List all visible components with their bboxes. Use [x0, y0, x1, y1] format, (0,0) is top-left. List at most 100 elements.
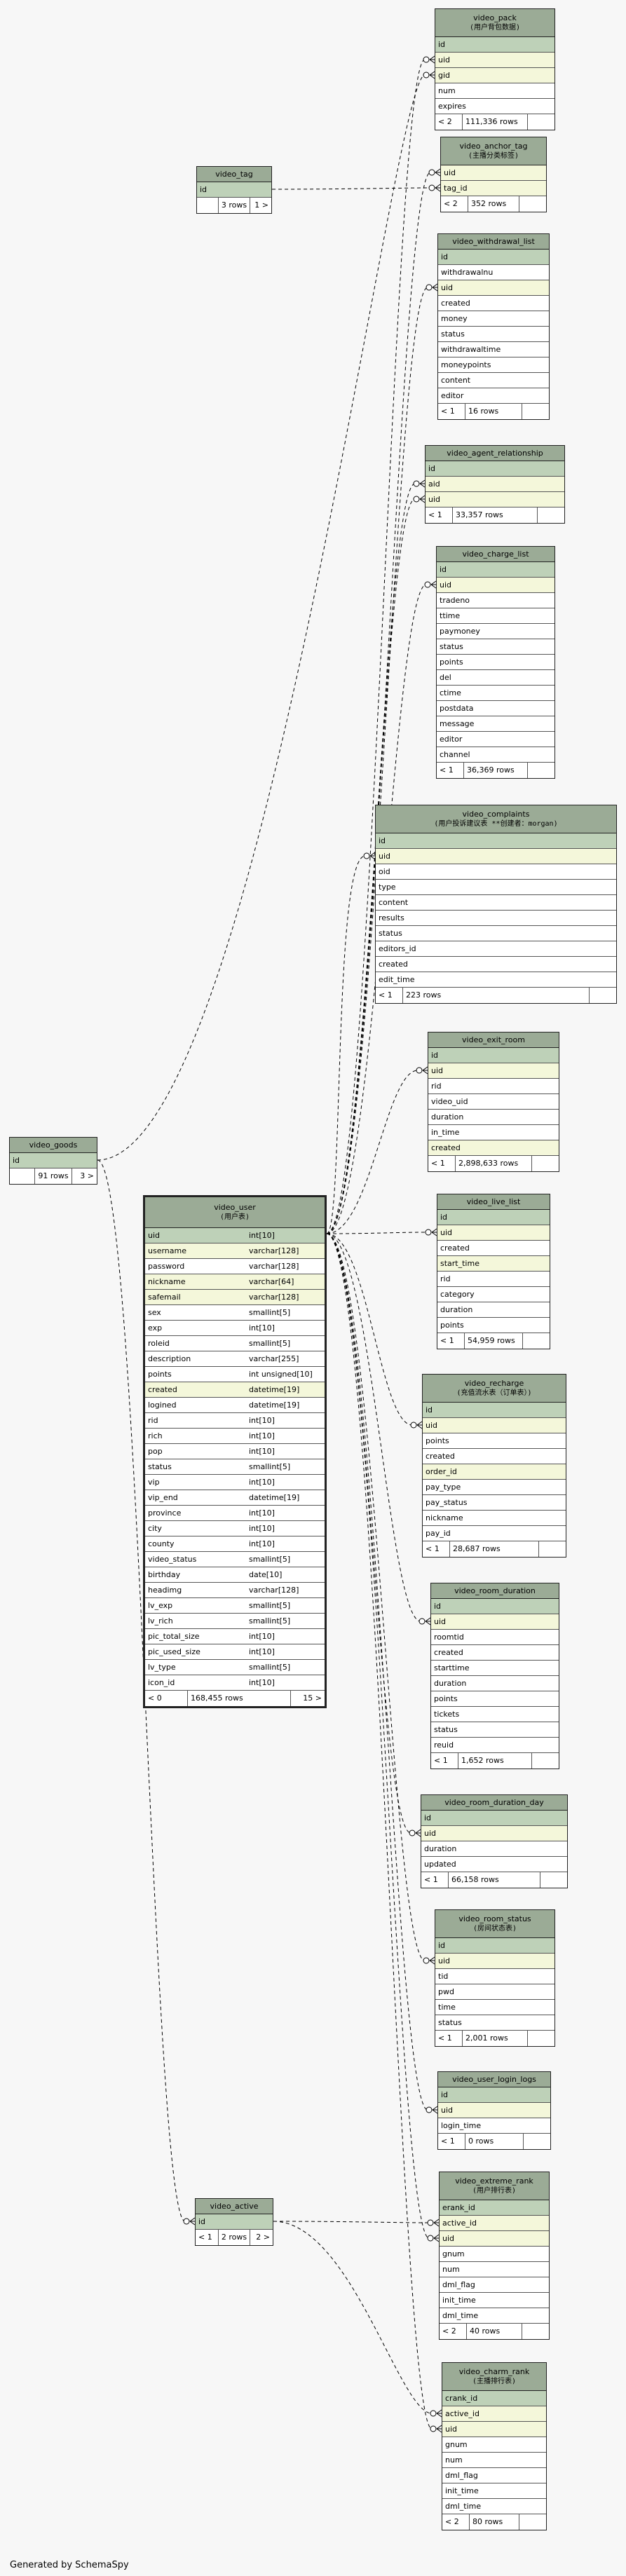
column-row[interactable]: points — [437, 1318, 550, 1333]
column-row[interactable]: id — [438, 2087, 550, 2103]
column-row[interactable]: results — [376, 911, 616, 926]
column-row[interactable]: erank_id — [440, 2200, 549, 2216]
column-row[interactable]: uid — [438, 280, 549, 296]
column-row[interactable]: crank_id — [442, 2391, 546, 2406]
column-row[interactable]: uid — [437, 1225, 550, 1241]
column-row[interactable]: id — [435, 37, 554, 53]
table-video-complaints[interactable]: video_complaints(用户投诉建议表 **创建者：morgan)id… — [375, 805, 617, 1004]
table-header[interactable]: video_live_list — [437, 1194, 550, 1210]
column-row[interactable]: uid — [435, 53, 554, 68]
column-row[interactable]: active_id — [442, 2406, 546, 2422]
column-row[interactable]: ctime — [437, 686, 554, 701]
column-row[interactable]: num — [435, 83, 554, 99]
column-row[interactable]: gnum — [442, 2437, 546, 2453]
column-row[interactable]: content — [438, 373, 549, 388]
column-row[interactable]: tickets — [431, 1707, 559, 1722]
column-row[interactable]: start_time — [437, 1256, 550, 1272]
column-row[interactable]: withdrawaltime — [438, 342, 549, 357]
column-row[interactable]: updated — [421, 1857, 567, 1872]
table-header[interactable]: video_user (用户表) — [145, 1197, 325, 1228]
column-row[interactable]: dml_time — [442, 2499, 546, 2514]
column-row[interactable]: ttime — [437, 608, 554, 624]
column-row[interactable]: uid — [441, 165, 546, 181]
table-header[interactable]: video_charge_list — [437, 547, 554, 562]
column-row[interactable]: num — [442, 2453, 546, 2468]
column-row[interactable]: pay_id — [423, 1526, 566, 1541]
column-row[interactable]: id — [196, 2214, 273, 2230]
column-row[interactable]: status — [431, 1722, 559, 1738]
column-row[interactable]: time — [435, 2000, 554, 2015]
column-row[interactable]: paymoney — [437, 624, 554, 639]
column-row[interactable]: duration — [437, 1302, 550, 1318]
column-row[interactable]: id — [437, 1210, 550, 1225]
table-header[interactable]: video_room_duration_day — [421, 1795, 567, 1811]
table-header[interactable]: video_recharge(充值流水表（订单表）) — [423, 1375, 566, 1403]
column-row[interactable]: dml_flag — [440, 2277, 549, 2293]
column-row[interactable]: pwd — [435, 1984, 554, 2000]
column-row[interactable]: created — [437, 1241, 550, 1256]
column-row[interactable]: channel — [437, 747, 554, 763]
column-row[interactable]: login_time — [438, 2118, 550, 2134]
column-row[interactable]: uid — [442, 2422, 546, 2437]
column-row[interactable]: type — [376, 880, 616, 895]
column-row[interactable]: aid — [426, 477, 564, 492]
column-row[interactable]: active_id — [440, 2216, 549, 2231]
column-row[interactable]: content — [376, 895, 616, 911]
table-header[interactable]: video_agent_relationship — [426, 446, 564, 461]
column-row[interactable]: uid — [440, 2231, 549, 2247]
column-row[interactable]: status — [376, 926, 616, 941]
column-row[interactable]: dml_time — [440, 2308, 549, 2324]
column-row[interactable]: points — [437, 655, 554, 670]
column-row[interactable]: del — [437, 670, 554, 686]
column-row[interactable]: init_time — [440, 2293, 549, 2308]
column-row[interactable]: id — [376, 833, 616, 849]
column-row[interactable]: id — [423, 1403, 566, 1418]
table-header[interactable]: video_complaints(用户投诉建议表 **创建者：morgan) — [376, 805, 616, 833]
table-header[interactable]: video_tag — [197, 167, 271, 182]
table-header[interactable]: video_exit_room — [428, 1033, 559, 1048]
column-row[interactable]: rid — [437, 1272, 550, 1287]
column-row[interactable]: uid — [431, 1614, 559, 1630]
column-row[interactable]: id — [435, 1938, 554, 1954]
column-row[interactable]: status — [437, 639, 554, 655]
column-row[interactable]: roomtid — [431, 1630, 559, 1645]
column-row[interactable]: tradeno — [437, 593, 554, 608]
column-row[interactable]: num — [440, 2262, 549, 2277]
column-row[interactable]: id — [437, 562, 554, 578]
table-header[interactable]: video_extreme_rank(用户排行表) — [440, 2172, 549, 2200]
column-row[interactable]: duration — [421, 1841, 567, 1857]
column-row[interactable]: created — [376, 957, 616, 972]
column-row[interactable]: points — [423, 1433, 566, 1449]
column-row[interactable]: expires — [435, 99, 554, 114]
column-row[interactable]: rid — [428, 1079, 559, 1094]
column-row[interactable]: oid — [376, 864, 616, 880]
column-row[interactable]: created — [428, 1140, 559, 1156]
table-header[interactable]: video_anchor_tag(主播分类标签) — [441, 137, 546, 165]
column-row[interactable]: created — [438, 296, 549, 311]
